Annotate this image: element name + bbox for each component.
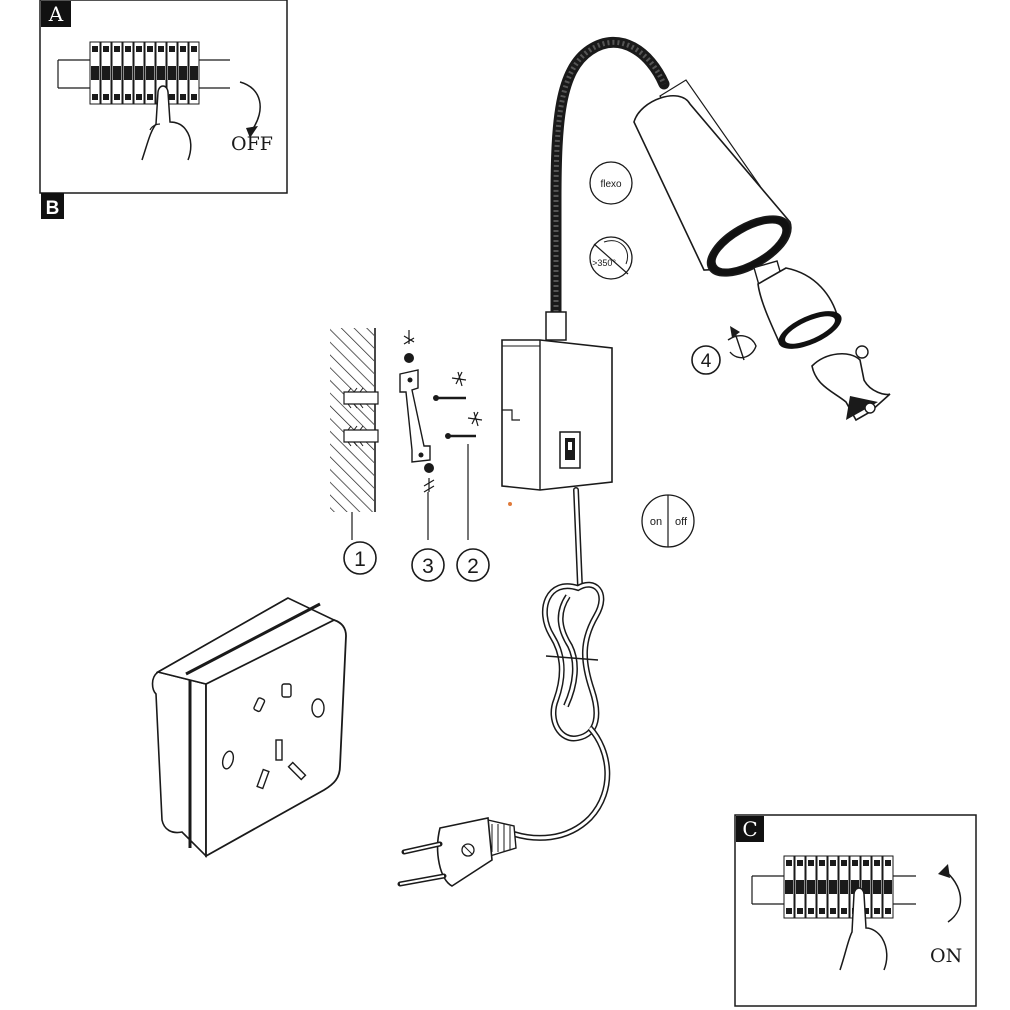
rotation-badge: >350° (589, 236, 633, 280)
screwdriver-icon (451, 371, 467, 387)
panel-c-breaker-on: C ON (734, 814, 977, 1007)
mounting-bracket (399, 369, 431, 463)
cable-exit-dot (508, 502, 512, 506)
panel-a-breaker-off: A OFF (39, 0, 288, 194)
flexo-label: flexo (600, 179, 622, 190)
junction-box (501, 339, 613, 491)
lamp-holder (811, 345, 891, 422)
flexo-badge: flexo (589, 161, 633, 205)
panel-a-tag: A (48, 2, 64, 26)
rotation-arrow-icon (603, 240, 628, 265)
panel-b-tag-box: B (41, 193, 64, 219)
on-label: on (650, 516, 662, 528)
screwdriver-icon (403, 330, 415, 345)
hand-icon (839, 887, 888, 971)
wall-section (330, 328, 376, 512)
step-3-callout: 3 (411, 548, 445, 582)
screwdriver-icon (467, 411, 483, 427)
step-2-callout: 2 (456, 548, 490, 582)
rocker-switch[interactable] (559, 431, 581, 469)
bracket-nuts (403, 330, 435, 493)
lamp-head (633, 79, 792, 277)
off-label: off (675, 516, 688, 528)
step-4-callout: 4 (691, 326, 757, 375)
down-arrow-icon (239, 81, 261, 131)
breaker-bank (89, 41, 200, 105)
screwdriver-icon (423, 478, 435, 493)
breaker-bank (783, 855, 894, 919)
rotation-label: >350° (592, 258, 616, 268)
panel-c-caption: ON (930, 945, 962, 967)
arm-collar (545, 311, 567, 341)
panel-c-tag: C (742, 817, 757, 841)
screws (433, 371, 483, 439)
step-1-callout: 1 (343, 541, 377, 575)
power-cable (513, 487, 611, 841)
panel-a-caption: OFF (231, 133, 273, 155)
step-3-label: 3 (422, 555, 434, 578)
wall-plugs (343, 387, 379, 447)
step-2-label: 2 (467, 555, 479, 578)
gooseneck-arm (550, 36, 670, 318)
gu10-bulb (753, 260, 842, 349)
panel-b-tag: B (46, 198, 60, 219)
euro-plug (397, 817, 517, 887)
wall-socket (151, 597, 347, 858)
on-off-badge: on off (641, 494, 695, 548)
step-1-label: 1 (354, 548, 366, 571)
step-4-label: 4 (701, 351, 712, 372)
hand-icon (141, 85, 192, 161)
